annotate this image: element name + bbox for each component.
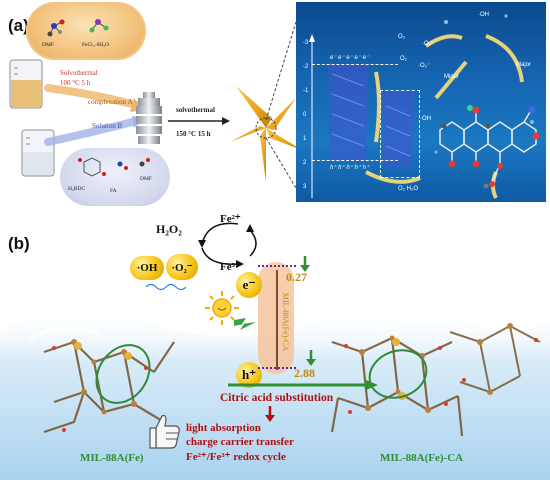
- vb-dashed-line: [312, 160, 398, 161]
- sun-icon: [205, 291, 239, 325]
- zoom-lines: [265, 21, 296, 189]
- precursor-molecules-icon: [47, 19, 109, 37]
- y-tick: -1: [303, 88, 309, 94]
- major-label: Major: [516, 62, 532, 68]
- fenton-cycle-arrows: [198, 222, 257, 268]
- arrow-right-icon: [168, 117, 230, 125]
- minor-label: Minor: [444, 74, 460, 80]
- oh-side-label: ·OH: [420, 116, 431, 122]
- oh-label: ·OH: [478, 12, 489, 18]
- complexation-label: complexation A: [88, 98, 133, 106]
- o2-radical-label: ·O₂⁻: [422, 41, 435, 47]
- electron-badge: e⁻: [236, 272, 262, 298]
- left-material-name: MIL-88A(Fe): [80, 452, 144, 464]
- fe2-label: Fe²⁺: [220, 213, 241, 225]
- h2o2-label: H₂O₂: [156, 222, 182, 236]
- o2-radical-label: ·O₂⁻: [171, 261, 193, 274]
- cb2-dashed-box: [380, 90, 420, 178]
- oh-radical-label: ·OH: [136, 262, 158, 274]
- hole-row: h⁺ h⁺ h⁺ h⁺ h⁺: [330, 165, 370, 171]
- mof-structure-right: [330, 335, 464, 437]
- arrow-down-green-icon: [300, 256, 310, 272]
- solution-b-label: Solution B: [92, 122, 123, 130]
- y-tick: 3: [303, 184, 307, 190]
- ligand-molecules-icon: [78, 157, 150, 177]
- step1-line1: Solvothermal: [60, 69, 98, 77]
- band-vertical-label: MIL-88A(Fe)-CA: [281, 278, 296, 366]
- y-tick: 2: [303, 160, 307, 166]
- o2-label: O₂: [398, 34, 405, 40]
- right-material-name: MIL-88A(Fe)-CA: [380, 452, 464, 464]
- arrow-down-green-icon: [306, 350, 316, 366]
- cb-value: 0.27: [286, 270, 307, 284]
- substitution-label: Citric acid substitution: [220, 392, 334, 404]
- bullet-redox-cycle: Fe²⁺/Fe³⁺ redox cycle: [186, 451, 286, 463]
- cb-dotted-line: [258, 265, 298, 267]
- step2-line1: solvothermal: [176, 106, 215, 114]
- lightning-icon: [234, 318, 256, 330]
- thumbs-up-icon: [149, 414, 180, 449]
- panel-b-label: (b): [8, 234, 30, 253]
- vb-value: 2.88: [294, 366, 315, 380]
- o2-h2o-label: O₂ H₂O: [398, 186, 418, 192]
- y-tick: -2: [303, 64, 309, 70]
- oh-radical-badge: ·OH: [130, 256, 164, 280]
- o2-label: O₂: [400, 56, 407, 62]
- autoclave-icon: [136, 92, 162, 144]
- mechanism-axis: [309, 14, 534, 199]
- bullet-light-absorption: light absorption: [186, 422, 261, 434]
- ligand-cloud: [60, 148, 170, 206]
- ligand-h2bdc: H₂BDC: [68, 186, 86, 192]
- o2-radical-badge: ·O₂⁻: [166, 254, 198, 280]
- electron-row: e⁻ e⁻ e⁻ e⁻ e⁻: [330, 55, 370, 61]
- water-background: [0, 308, 550, 480]
- step2-line2: 150 °C 15 h: [176, 130, 211, 138]
- band-rail: [276, 270, 278, 370]
- hole-label: h⁺: [241, 367, 257, 382]
- radical-wave-icon: [146, 283, 186, 291]
- mof-structure-left: [43, 339, 175, 434]
- bullet-charge-transfer: charge carrier transfer: [186, 436, 294, 448]
- star-crystal-icon: [230, 86, 302, 182]
- band-label: MIL-88A(Fe)-CA: [281, 292, 290, 352]
- beaker-icon: [9, 59, 43, 109]
- precursor-dmf: DMF: [42, 42, 54, 48]
- molecule-icon: [439, 105, 540, 189]
- ligand-dmf: DMF: [140, 176, 152, 182]
- cb-dashed-line: [312, 64, 398, 65]
- mechanism-panel: [296, 2, 546, 202]
- step1-line2: 100 °C 5 h: [60, 79, 91, 87]
- arrow-down-red-icon: [265, 406, 275, 422]
- vb-dotted-line: [258, 367, 298, 369]
- precursor-fecl3: FeCl₃·6H₂O: [82, 42, 110, 48]
- precursor-cloud: [26, 2, 146, 60]
- y-tick: 0: [303, 112, 307, 118]
- y-tick: -3: [303, 40, 309, 46]
- flow-arrows: [44, 84, 144, 146]
- o2-radical-label: ·O₂⁻: [418, 63, 431, 69]
- electron-label: e⁻: [242, 277, 256, 292]
- ligand-fa: FA: [110, 188, 117, 194]
- y-axis-ticks: -3 -2 -1 0 1 2 3: [303, 40, 315, 200]
- y-tick: 1: [303, 136, 307, 142]
- fe3-label: Fe³⁺: [220, 261, 241, 273]
- panel-a-label: (a): [8, 16, 29, 35]
- mof-structure-far-right: [449, 323, 541, 395]
- substitution-arrow: [228, 380, 378, 390]
